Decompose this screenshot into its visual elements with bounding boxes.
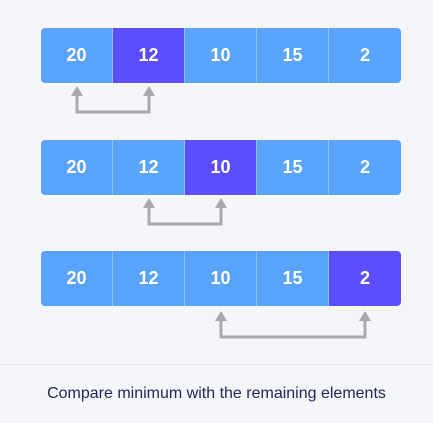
array-row-1: 20 12 10 15 2 [41, 28, 401, 83]
array-cell: 15 [257, 140, 329, 195]
array-row-3: 20 12 10 15 2 [41, 251, 401, 306]
comparison-arrow-1 [71, 86, 155, 114]
array-cell: 10 [185, 140, 257, 195]
array-cell: 15 [257, 251, 329, 306]
array-cell: 15 [257, 28, 329, 83]
array-cell: 20 [41, 251, 113, 306]
comparison-arrow-3 [215, 311, 371, 339]
array-cell: 12 [113, 251, 185, 306]
array-cell: 20 [41, 28, 113, 83]
comparison-arrows [71, 86, 371, 339]
array-cell: 2 [329, 28, 401, 83]
comparison-arrow-2 [143, 198, 227, 226]
array-cell: 20 [41, 140, 113, 195]
diagram-panel: 20 12 10 15 2 20 12 10 15 2 20 12 10 15 … [41, 28, 401, 339]
array-cell: 10 [185, 28, 257, 83]
array-cell: 2 [329, 251, 401, 306]
array-cell: 12 [113, 28, 185, 83]
caption: Compare minimum with the remaining eleme… [0, 364, 433, 423]
array-cell: 10 [185, 251, 257, 306]
array-row-2: 20 12 10 15 2 [41, 140, 401, 195]
array-cell: 2 [329, 140, 401, 195]
array-cell: 12 [113, 140, 185, 195]
